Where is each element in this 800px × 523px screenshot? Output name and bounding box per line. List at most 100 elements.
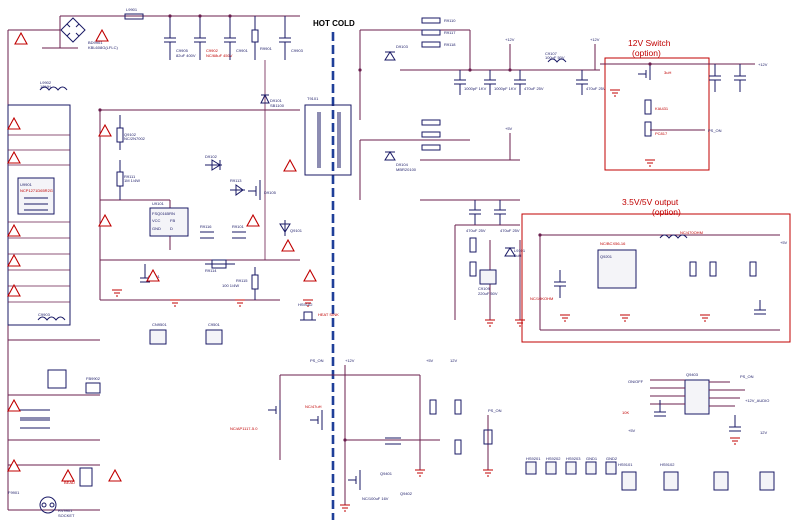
c9905-ref: C9905 bbox=[176, 48, 189, 53]
rail-5v-b: +5V bbox=[426, 358, 434, 363]
rail-5v-conn: +5V bbox=[628, 428, 636, 433]
zd9101-ref: Q9101 bbox=[290, 228, 303, 233]
c9902-value: NC/68uF 450V bbox=[206, 53, 233, 58]
switch-12v-option: 12V Switch (option) +12V 3uH KIA431 PC81… bbox=[600, 38, 768, 171]
hs9102-ref: CN9501 bbox=[152, 322, 167, 327]
d9104-ref: D9103 bbox=[396, 44, 409, 49]
ac-input-section: BD9901 KBL608G(LFLC) L9901 C9905 82uF 40… bbox=[7, 7, 304, 518]
rail-12v-e: +12V bbox=[345, 358, 355, 363]
c9104-value: 1000pF 1KV bbox=[464, 86, 487, 91]
u9301-value: NC/BCX56-16 bbox=[600, 241, 626, 246]
audio-label: +12V_AUDIO bbox=[745, 398, 769, 403]
ps-on-label-b: PS_ON bbox=[310, 358, 324, 363]
d9103-ref: D9102 bbox=[205, 154, 218, 159]
u9101-value: FSQ0165RN bbox=[152, 211, 175, 216]
gnd1-label: HS9201 bbox=[526, 456, 541, 461]
t9101-ref: T9101 bbox=[307, 96, 319, 101]
onoff-label: ON/OFF bbox=[628, 379, 644, 384]
r9101-ref: R9115 bbox=[236, 278, 248, 283]
bd9901-value: KBL608G(LFLC) bbox=[88, 45, 118, 50]
u9101-pin-drain: D bbox=[170, 226, 173, 231]
output-caps-12v: 1000pF 1KV 1000pF 1KV 470uF 25V C9107 10… bbox=[454, 37, 606, 95]
c9905-value: 82uF 400V bbox=[176, 53, 196, 58]
u9301-ref: Q9201 bbox=[600, 254, 613, 259]
cn9901-value: SOCKET bbox=[58, 513, 75, 518]
c9109-value: 470uF 25V bbox=[500, 228, 520, 233]
ps-on-12v: PS_ON bbox=[708, 128, 722, 133]
c9108-value: 470uF 25V bbox=[466, 228, 486, 233]
q9402-value: NC/47uH bbox=[305, 404, 322, 409]
u9101-pin-vcc: VCC bbox=[152, 218, 161, 223]
rail-12v-top: +12V bbox=[758, 62, 768, 67]
hs9101-ref: HS9102 bbox=[298, 302, 313, 307]
d9105-value: MBR20100 bbox=[396, 167, 417, 172]
fb9902-ref: L9901 bbox=[126, 7, 138, 12]
hs9201-ref: C9501 bbox=[208, 322, 221, 327]
snubber-r-3: R9118 bbox=[444, 42, 456, 47]
u9101-ref: U9101 bbox=[152, 201, 165, 206]
output-caps-5v: 470uF 25V 470uF 25V +5V bbox=[466, 126, 520, 233]
gnd5-label: GND2 bbox=[606, 456, 618, 461]
schottky-diodes: D9103 D9104 MBR20100 bbox=[384, 44, 417, 172]
r9101-value: 100 1/4W bbox=[222, 283, 239, 288]
l9301-value: NC/470OHM bbox=[680, 230, 703, 235]
snubber-r-1: R9110 bbox=[444, 18, 456, 23]
ic9101-value: 220uF 50V bbox=[478, 291, 498, 296]
switch-12v-title: 12V Switch bbox=[628, 38, 671, 48]
secondary-output-section: D9103 D9104 MBR20100 R9110 R9117 R9118 1… bbox=[359, 17, 606, 327]
bridge-rectifier: BD9901 KBL608G(LFLC) bbox=[60, 17, 118, 50]
d9102-ref: D9101 bbox=[270, 98, 283, 103]
u9101-pin-gnd: GND bbox=[152, 226, 161, 231]
r9111-value: NC/2N7002 bbox=[124, 136, 146, 141]
f9901-value: BEAD bbox=[64, 480, 75, 485]
warning-triangles-left bbox=[7, 28, 122, 482]
l9101-ref: C9107 bbox=[545, 51, 558, 56]
d9105-ref: D9104 bbox=[396, 162, 409, 167]
q9101-ref: D9105 bbox=[264, 190, 277, 195]
hot-cold-label: HOT COLD bbox=[313, 19, 355, 28]
heat-sinks-bottom: CN9501 C9501 HS9201 HS9202 HS9203 GND1 G… bbox=[149, 322, 775, 491]
r9111-ref: Q9102 bbox=[124, 132, 137, 137]
rail-5v-c: +5V bbox=[505, 126, 513, 131]
rail-12v-b: 12V bbox=[450, 358, 457, 363]
c9105-value: 1000pF 1KV bbox=[494, 86, 517, 91]
rv9901-ref: F9901 bbox=[8, 490, 20, 495]
r9401-ref: Q9401 bbox=[380, 471, 393, 476]
heat-sink-row: HS9101 HS9102 bbox=[618, 462, 775, 491]
fb9903-ref: FB9902 bbox=[86, 376, 101, 381]
q9403-value: NC/100uF 16V bbox=[362, 496, 389, 501]
primary-grounds bbox=[112, 289, 313, 307]
c9102-ref: R9101 bbox=[232, 224, 245, 229]
bulk-capacitors: C9905 82uF 400V C9902 NC/68uF 450V C9901… bbox=[164, 16, 304, 60]
ps-on-label-c: PS_ON bbox=[488, 408, 502, 413]
pc9101-value: 2uH bbox=[514, 253, 521, 258]
feedback-network: C9109 220uF 50V L9101 2uH bbox=[454, 224, 526, 327]
output-35-sub: (option) bbox=[652, 207, 681, 217]
r9113-value: 1M 1/4W bbox=[124, 178, 140, 183]
gnd-pads: HS9201 HS9202 HS9203 GND1 GND2 bbox=[525, 456, 618, 475]
rail-12v-d: +12V bbox=[590, 37, 600, 42]
r9113-ref: R9111 bbox=[124, 174, 136, 179]
l9902-ref: L9902 bbox=[40, 80, 52, 85]
rail-12v-conn: 12V bbox=[760, 430, 767, 435]
c9902-ref: C9902 bbox=[206, 48, 219, 53]
d9102-value: SB1100 bbox=[270, 103, 285, 108]
heat-sink-hs9102: CN9501 bbox=[149, 322, 167, 345]
r9901-ref: R9901 bbox=[260, 46, 273, 51]
snubber-r-2: R9117 bbox=[444, 30, 456, 35]
bd9901-ref: BD9901 bbox=[88, 40, 103, 45]
r9202-value: PC817 bbox=[655, 131, 668, 136]
output-35-5v-option: 3.5V/5V output (option) Q9201 NC/BCX56-1… bbox=[521, 197, 791, 343]
rc-snubbers: R9110 R9117 R9118 bbox=[421, 17, 456, 151]
r9116-ref: R9114 bbox=[205, 268, 217, 273]
ic9101-ref: C9109 bbox=[478, 286, 491, 291]
cn9901-ref: RV9901 bbox=[58, 508, 73, 513]
ac-input-lower: FB9902 BEAD F9901 RV9901 SOCKET bbox=[8, 339, 101, 518]
l9902-value: 18MH bbox=[40, 84, 51, 89]
u9901-ref: U9901 bbox=[20, 182, 33, 187]
emi-filter-column: U9901 NCP1271D65R2G L9902 18MH C9903 bbox=[7, 80, 71, 326]
pc9101-ref: L9101 bbox=[514, 248, 526, 253]
hs9202-ref: HS9101 bbox=[618, 462, 633, 467]
u9901-value: NCP1271D65R2G bbox=[20, 188, 53, 193]
